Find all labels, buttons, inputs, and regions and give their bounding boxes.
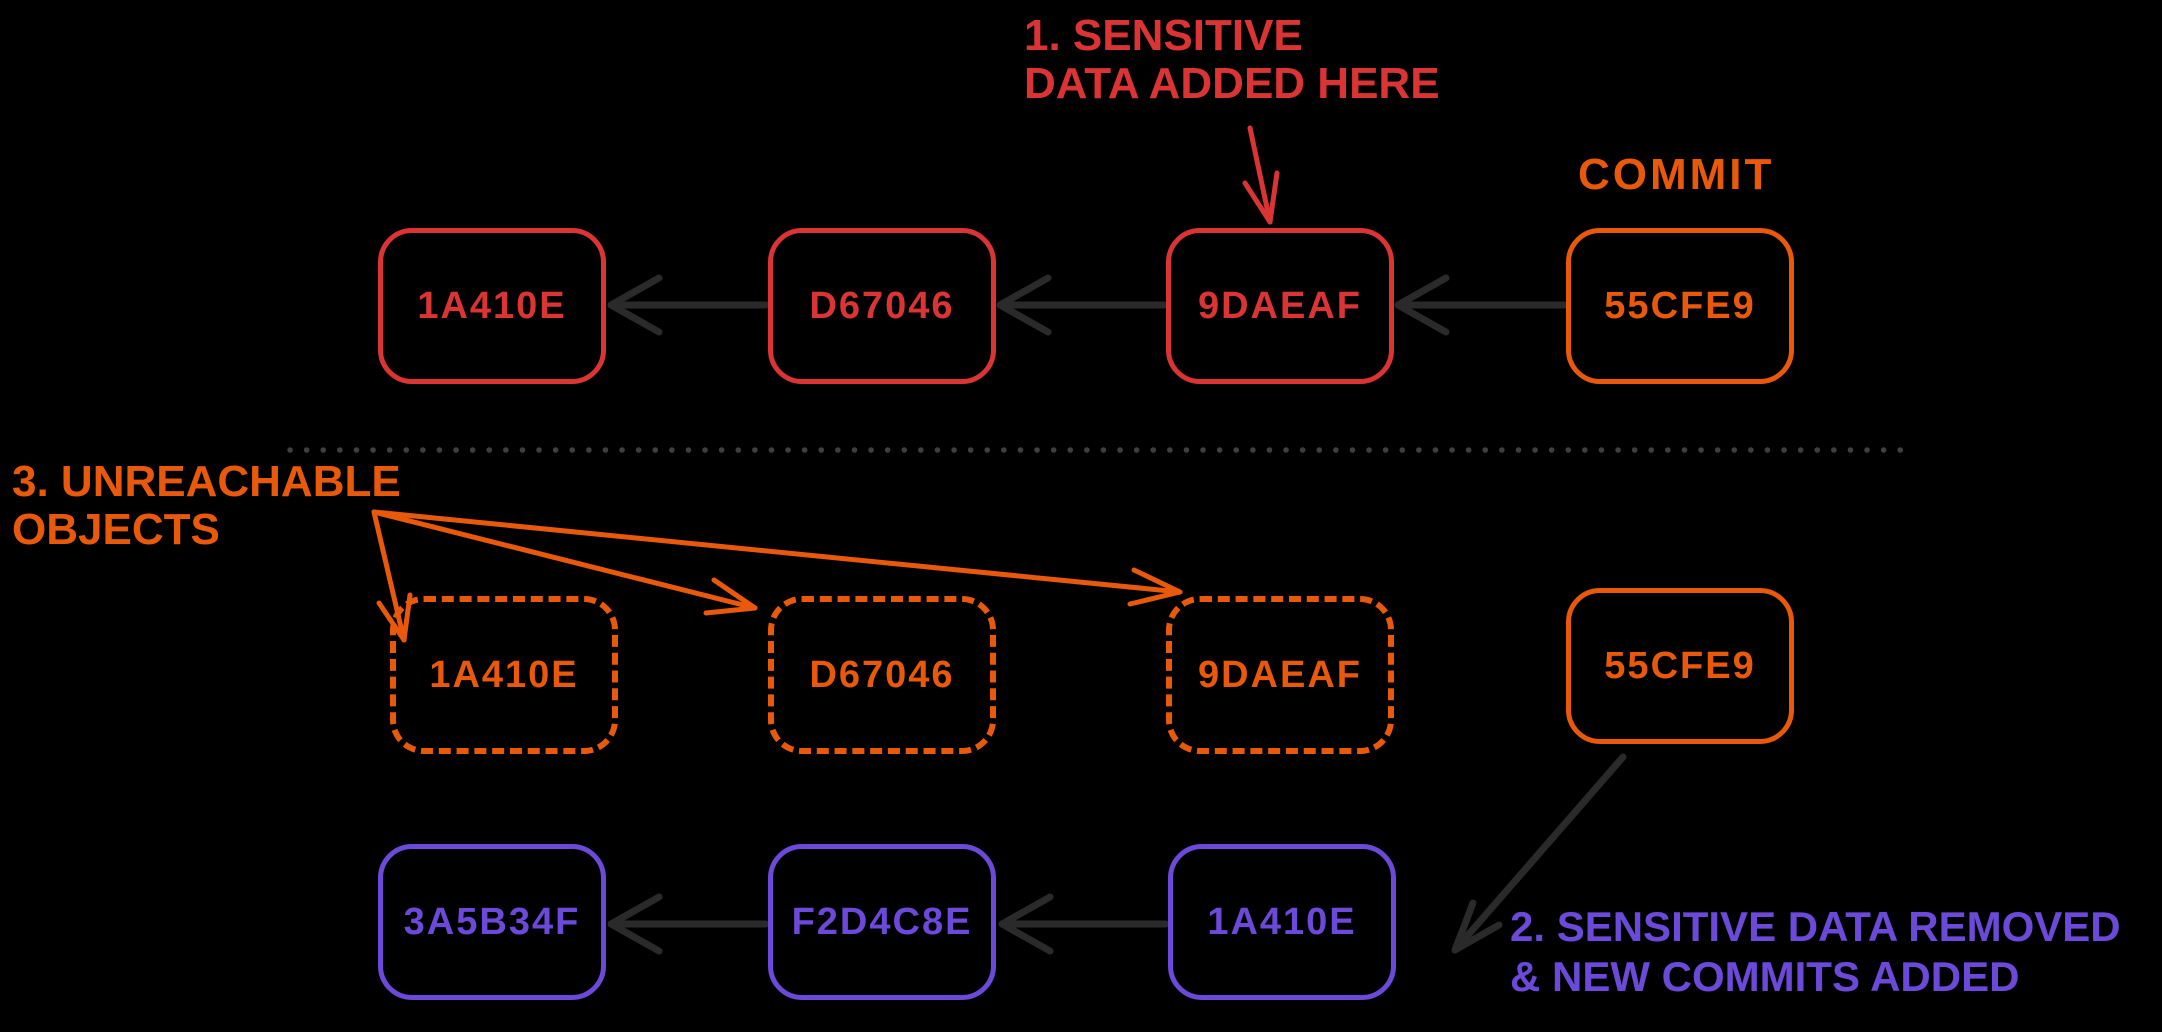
- arrow-unreachable-to-d67046: [371, 509, 758, 616]
- commit-box-unreachable-1a410e: 1A410E: [390, 596, 618, 754]
- commit-label: COMMIT: [1578, 150, 1775, 199]
- arrow-sensitive-data-note: [1242, 125, 1280, 225]
- note-removed-line2: & NEW COMMITS ADDED: [1510, 953, 2020, 1000]
- note-unreachable-objects: 3. UNREACHABLE OBJECTS: [12, 458, 401, 554]
- note-sensitive-data-removed: 2. SENSITIVE DATA REMOVED & NEW COMMITS …: [1510, 902, 2121, 1002]
- arrow-unreachable-to-9daeaf: [371, 509, 1183, 607]
- arrow-9daeaf-to-d67046: [996, 274, 1168, 336]
- note-sensitive-data-added: 1. SENSITIVE DATA ADDED HERE: [1024, 12, 1440, 108]
- commit-box-new-f2d4c8e: F2D4C8E: [768, 844, 996, 1000]
- arrow-55cfe9-to-new-1a410e: [1451, 753, 1627, 954]
- commit-box-unreachable-9daeaf: 9DAEAF: [1166, 596, 1394, 754]
- arrow-d67046-to-1a410e: [607, 274, 770, 336]
- note-removed-line1: 2. SENSITIVE DATA REMOVED: [1510, 903, 2121, 950]
- note-unreachable-line1: 3. UNREACHABLE: [12, 457, 401, 506]
- commit-box-original-9daeaf: 9DAEAF: [1166, 228, 1394, 384]
- commit-box-unreachable-d67046: D67046: [768, 596, 996, 754]
- commit-box-new-1a410e: 1A410E: [1168, 844, 1396, 1000]
- commit-box-kept-55cfe9: 55CFE9: [1566, 588, 1794, 744]
- commit-box-original-1a410e: 1A410E: [378, 228, 606, 384]
- arrow-f2d4c8e-to-3a5b34f: [607, 893, 770, 955]
- note-sensitive-line2: DATA ADDED HERE: [1024, 59, 1440, 108]
- commit-box-new-3a5b34f: 3A5B34F: [378, 844, 606, 1000]
- commit-box-original-d67046: D67046: [768, 228, 996, 384]
- commit-box-original-55cfe9: 55CFE9: [1566, 228, 1794, 384]
- note-sensitive-line1: 1. SENSITIVE: [1024, 11, 1303, 60]
- arrow-55cfe9-to-9daeaf: [1394, 274, 1568, 336]
- arrow-1a410e-to-f2d4c8e: [998, 893, 1170, 955]
- note-unreachable-line2: OBJECTS: [12, 505, 220, 554]
